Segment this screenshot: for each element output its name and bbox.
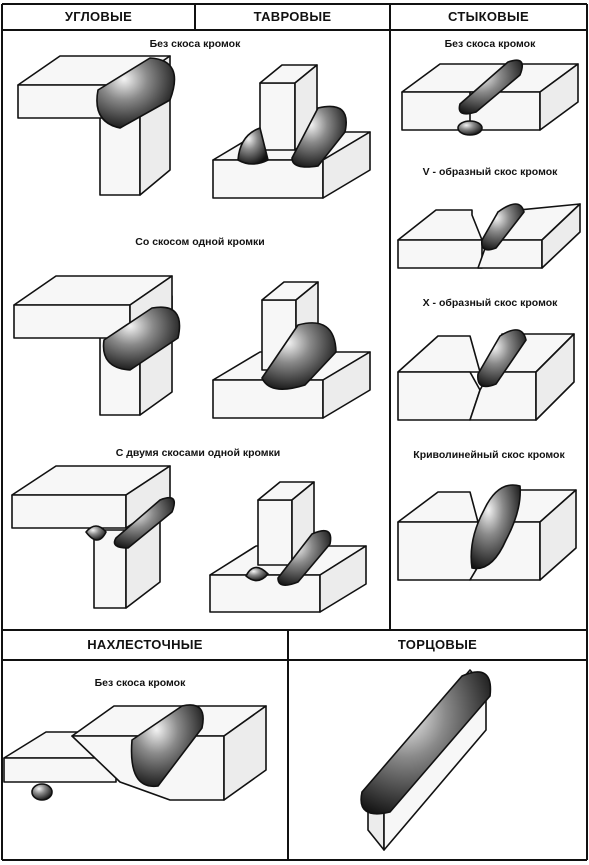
butt-joint-v-bevel <box>397 203 581 269</box>
tee-joint-double-bevel <box>209 481 367 613</box>
butt-joint-x-bevel <box>397 329 575 421</box>
header-lap: НАХЛЕСТОЧНЫЕ <box>87 637 203 652</box>
header-corner: УГЛОВЫЕ <box>64 9 133 24</box>
tee-joint-no-bevel <box>212 64 371 199</box>
caption-butt-x: X - образный скос кромок <box>422 297 558 309</box>
butt-joint-no-bevel <box>401 59 579 136</box>
lap-joint-no-bevel <box>3 704 267 801</box>
corner-joint-no-bevel <box>17 55 176 196</box>
caption-lap-no-bevel: Без скоса кромок <box>94 677 186 689</box>
caption-butt-curved: Криволинейный скос кромок <box>413 449 565 461</box>
caption-butt-no-bevel: Без скоса кромок <box>444 38 536 50</box>
caption-double-bevel: С двумя скосами одной кромки <box>115 447 281 459</box>
caption-single-bevel: Со скосом одной кромки <box>135 236 265 248</box>
edge-joint <box>360 669 492 851</box>
tee-joint-single-bevel <box>212 281 371 419</box>
header-tee: ТАВРОВЫЕ <box>253 9 332 24</box>
header-edge: ТОРЦОВЫЕ <box>397 637 478 652</box>
corner-joint-single-bevel <box>13 275 181 416</box>
corner-joint-double-bevel <box>11 465 176 609</box>
caption-no-bevel: Без скоса кромок <box>149 38 241 50</box>
butt-joint-curved-bevel <box>397 484 577 581</box>
caption-butt-v: V - образный скос кромок <box>422 166 558 178</box>
header-butt: СТЫКОВЫЕ <box>448 9 529 24</box>
